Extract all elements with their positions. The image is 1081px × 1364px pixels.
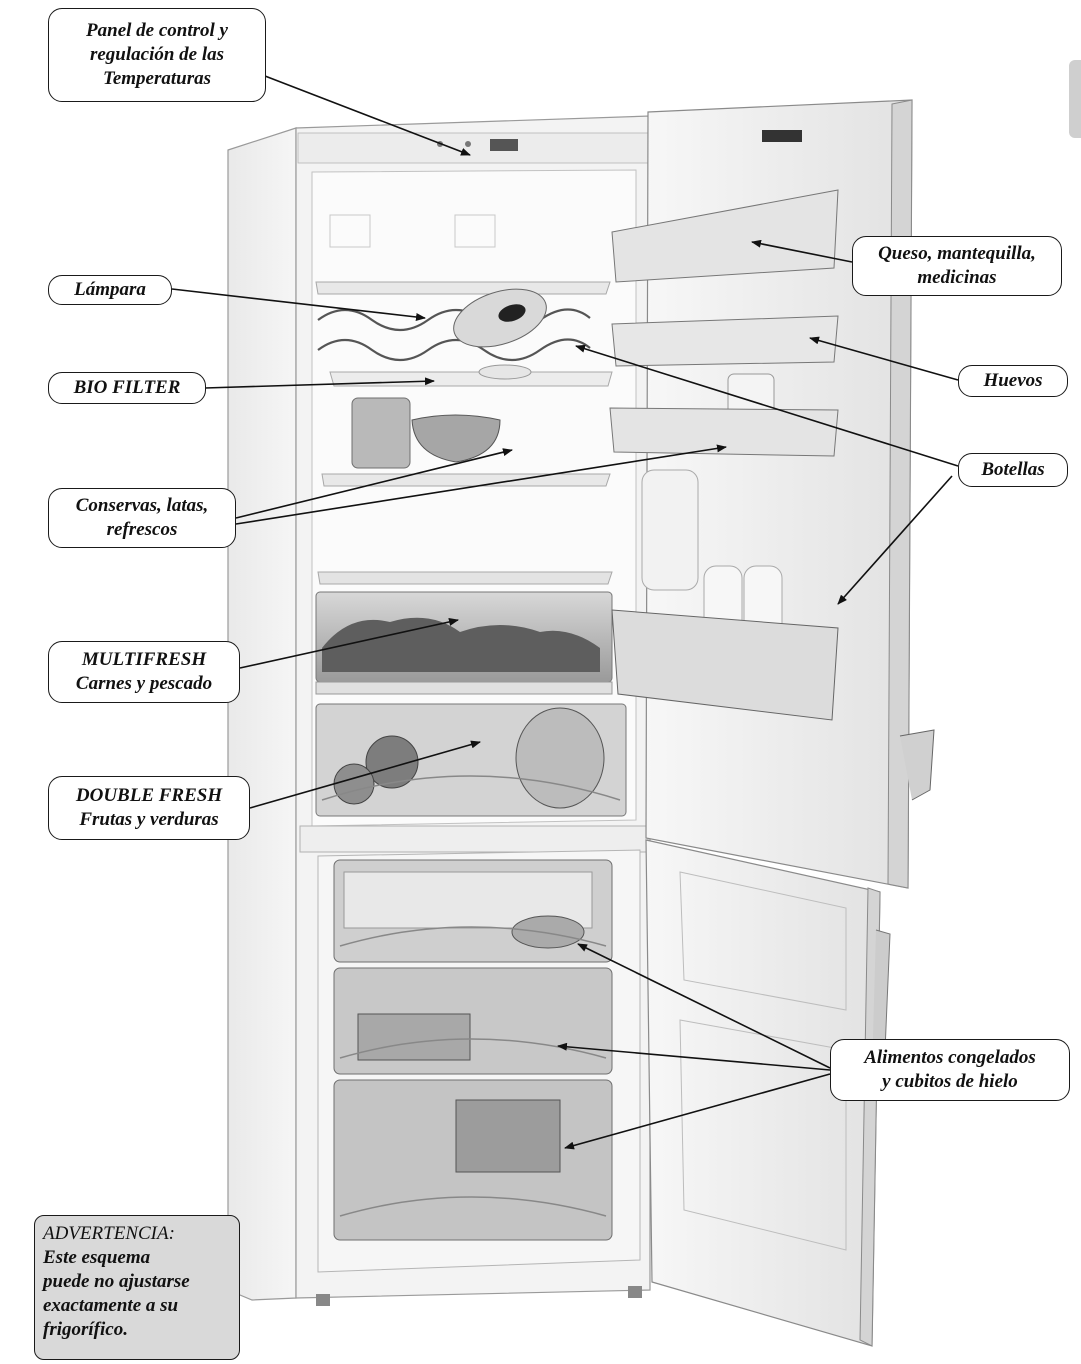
callout-botellas: Botellas — [958, 453, 1068, 487]
callout-bio-filter: BIO FILTER — [48, 372, 206, 404]
callout-panel-line-3: Temperaturas — [102, 68, 212, 89]
callout-queso-line-1: Queso, mantequilla, — [878, 243, 1036, 264]
arrow-conservas-1 — [235, 448, 513, 519]
arrow-conservas-2 — [235, 444, 727, 525]
temperature-display — [490, 139, 518, 151]
callout-congelados-line-1: Alimentos congelados — [864, 1047, 1036, 1068]
arrow-double-fresh — [249, 740, 481, 809]
arrow-congelados-3 — [564, 1073, 831, 1150]
callout-panel-line-2: regulación de las — [89, 44, 225, 65]
fridge-side-panel — [227, 127, 297, 1301]
arrow-multifresh — [239, 618, 459, 669]
fridge-foot-right — [628, 1286, 642, 1298]
callout-queso-line-2: medicinas — [917, 267, 997, 288]
page-edge-tab — [1069, 60, 1081, 138]
shelf-food-items — [351, 397, 501, 469]
fridge-foot-left — [316, 1294, 330, 1306]
arrow-panel — [264, 75, 471, 156]
callout-lampara-text: Lámpara — [74, 279, 146, 300]
arrow-botellas-1 — [575, 344, 959, 467]
callout-lampara: Lámpara — [48, 275, 172, 305]
warning-title: ADVERTENCIA: — [43, 1223, 175, 1244]
arrow-huevos — [809, 336, 959, 381]
door-display — [762, 130, 802, 142]
warning-box: ADVERTENCIA: Este esquema puede no ajust… — [34, 1215, 240, 1360]
warning-line-1: Este esquema — [43, 1247, 151, 1268]
callout-conservas-line-1: Conservas, latas, — [75, 495, 209, 516]
arrow-botellas-2 — [837, 475, 953, 605]
callout-conservas-line-2: refrescos — [106, 519, 178, 540]
arrow-queso — [751, 239, 853, 263]
arrow-lampara — [171, 288, 426, 321]
callout-multifresh-line-2: Carnes y pescado — [75, 673, 213, 694]
arrow-bio-filter — [204, 377, 435, 389]
freezer-compartment — [317, 849, 641, 1273]
callout-double-fresh-line-2: Frutas y verduras — [79, 809, 219, 830]
callout-multifresh-line-1: MULTIFRESH — [81, 649, 207, 670]
callout-congelados-line-2: y cubitos de hielo — [882, 1071, 1018, 1092]
warning-line-4: frigorífico. — [43, 1319, 128, 1340]
callout-conservas: Conservas, latas, refrescos — [48, 488, 236, 548]
warning-line-2: puede no ajustarse — [43, 1271, 190, 1292]
double-fresh-drawer — [315, 703, 627, 817]
compartment-divider — [299, 825, 649, 853]
callout-huevos-text: Huevos — [983, 370, 1043, 391]
callout-botellas-text: Botellas — [981, 459, 1045, 480]
callout-multifresh: MULTIFRESH Carnes y pescado — [48, 641, 240, 703]
callout-panel-control: Panel de control y regulación de las Tem… — [48, 8, 266, 102]
warning-line-3: exactamente a su — [43, 1295, 179, 1316]
callout-double-fresh-line-1: DOUBLE FRESH — [75, 785, 223, 806]
callout-queso: Queso, mantequilla, medicinas — [852, 236, 1062, 296]
wine-rack — [317, 288, 591, 380]
callout-bio-filter-text: BIO FILTER — [73, 377, 181, 398]
arrow-congelados-2 — [557, 1042, 831, 1071]
callout-panel-line-1: Panel de control y — [86, 20, 228, 41]
leader-lines — [171, 75, 959, 1150]
callout-huevos: Huevos — [958, 365, 1068, 397]
callout-double-fresh: DOUBLE FRESH Frutas y verduras — [48, 776, 250, 840]
arrow-congelados-1 — [577, 943, 831, 1069]
upper-door — [609, 99, 935, 889]
multifresh-drawer — [315, 591, 613, 695]
callout-congelados: Alimentos congelados y cubitos de hielo — [830, 1039, 1070, 1101]
fridge-shelves — [315, 281, 613, 585]
